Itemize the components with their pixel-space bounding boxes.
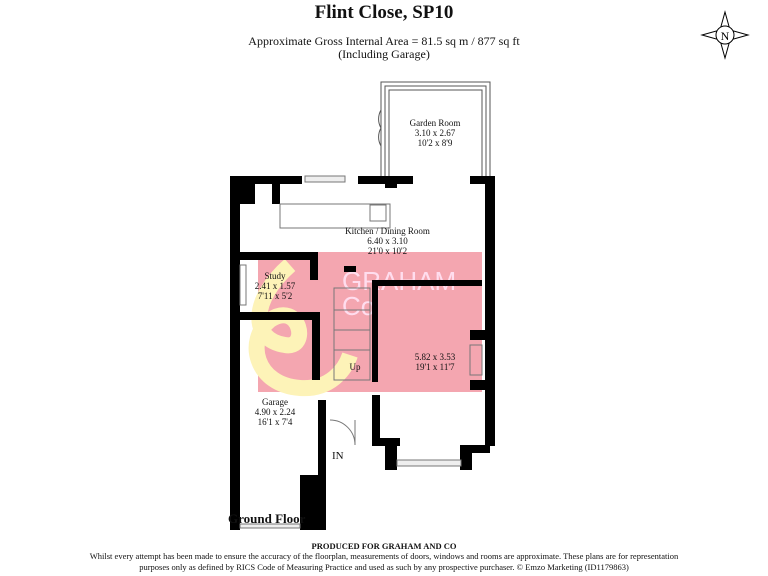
entrance-label: IN [332,450,344,462]
room-imperial: 19'1 x 11'7 [415,362,455,372]
room-name: Kitchen / Dining Room [345,226,430,236]
room-name: Garden Room [409,118,461,128]
room-metric: 6.40 x 3.10 [367,236,408,246]
room-metric: 2.41 x 1.57 [254,281,296,291]
room-imperial: 21'0 x 10'2 [367,246,408,256]
room-label-kitchen: Kitchen / Dining Room 6.40 x 3.10 21'0 x… [330,226,445,256]
room-imperial: 7'11 x 5'2 [257,291,293,301]
svg-text:N: N [721,29,730,43]
room-label-garage: Garage 4.90 x 2.24 16'1 x 7'4 [240,397,310,427]
disclaimer-line-2: purposes only as defined by RICS Code of… [139,562,629,572]
room-metric: 5.82 x 3.53 [414,352,456,362]
stairs-up-label: Up [349,362,361,372]
room-name: Study [264,271,286,281]
walls [230,176,495,530]
garden-room-walls [378,81,491,176]
floor-label: Ground Floor [228,511,306,526]
compass-icon: N [700,10,750,60]
room-imperial: 10'2 x 8'9 [417,138,453,148]
area-summary: Approximate Gross Internal Area = 81.5 s… [0,35,768,61]
area-note: (Including Garage) [338,47,430,61]
area-line: Approximate Gross Internal Area = 81.5 s… [248,34,520,48]
room-imperial: 16'1 x 7'4 [257,417,293,427]
room-metric: 4.90 x 2.24 [254,407,296,417]
room-metric: 3.10 x 2.67 [414,128,456,138]
disclaimer: Whilst every attempt has been made to en… [0,551,768,573]
room-label-study: Study 2.41 x 1.57 7'11 x 5'2 [245,271,305,301]
produced-by: PRODUCED FOR GRAHAM AND CO [311,541,457,551]
fixtures [239,175,483,529]
disclaimer-line-1: Whilst every attempt has been made to en… [89,551,679,561]
page-title: Flint Close, SP10 [314,2,454,23]
room-name: Garage [262,397,288,407]
room-label-garden-room: Garden Room 3.10 x 2.67 10'2 x 8'9 [395,118,475,148]
room-label-living: 5.82 x 3.53 19'1 x 11'7 [400,352,470,372]
